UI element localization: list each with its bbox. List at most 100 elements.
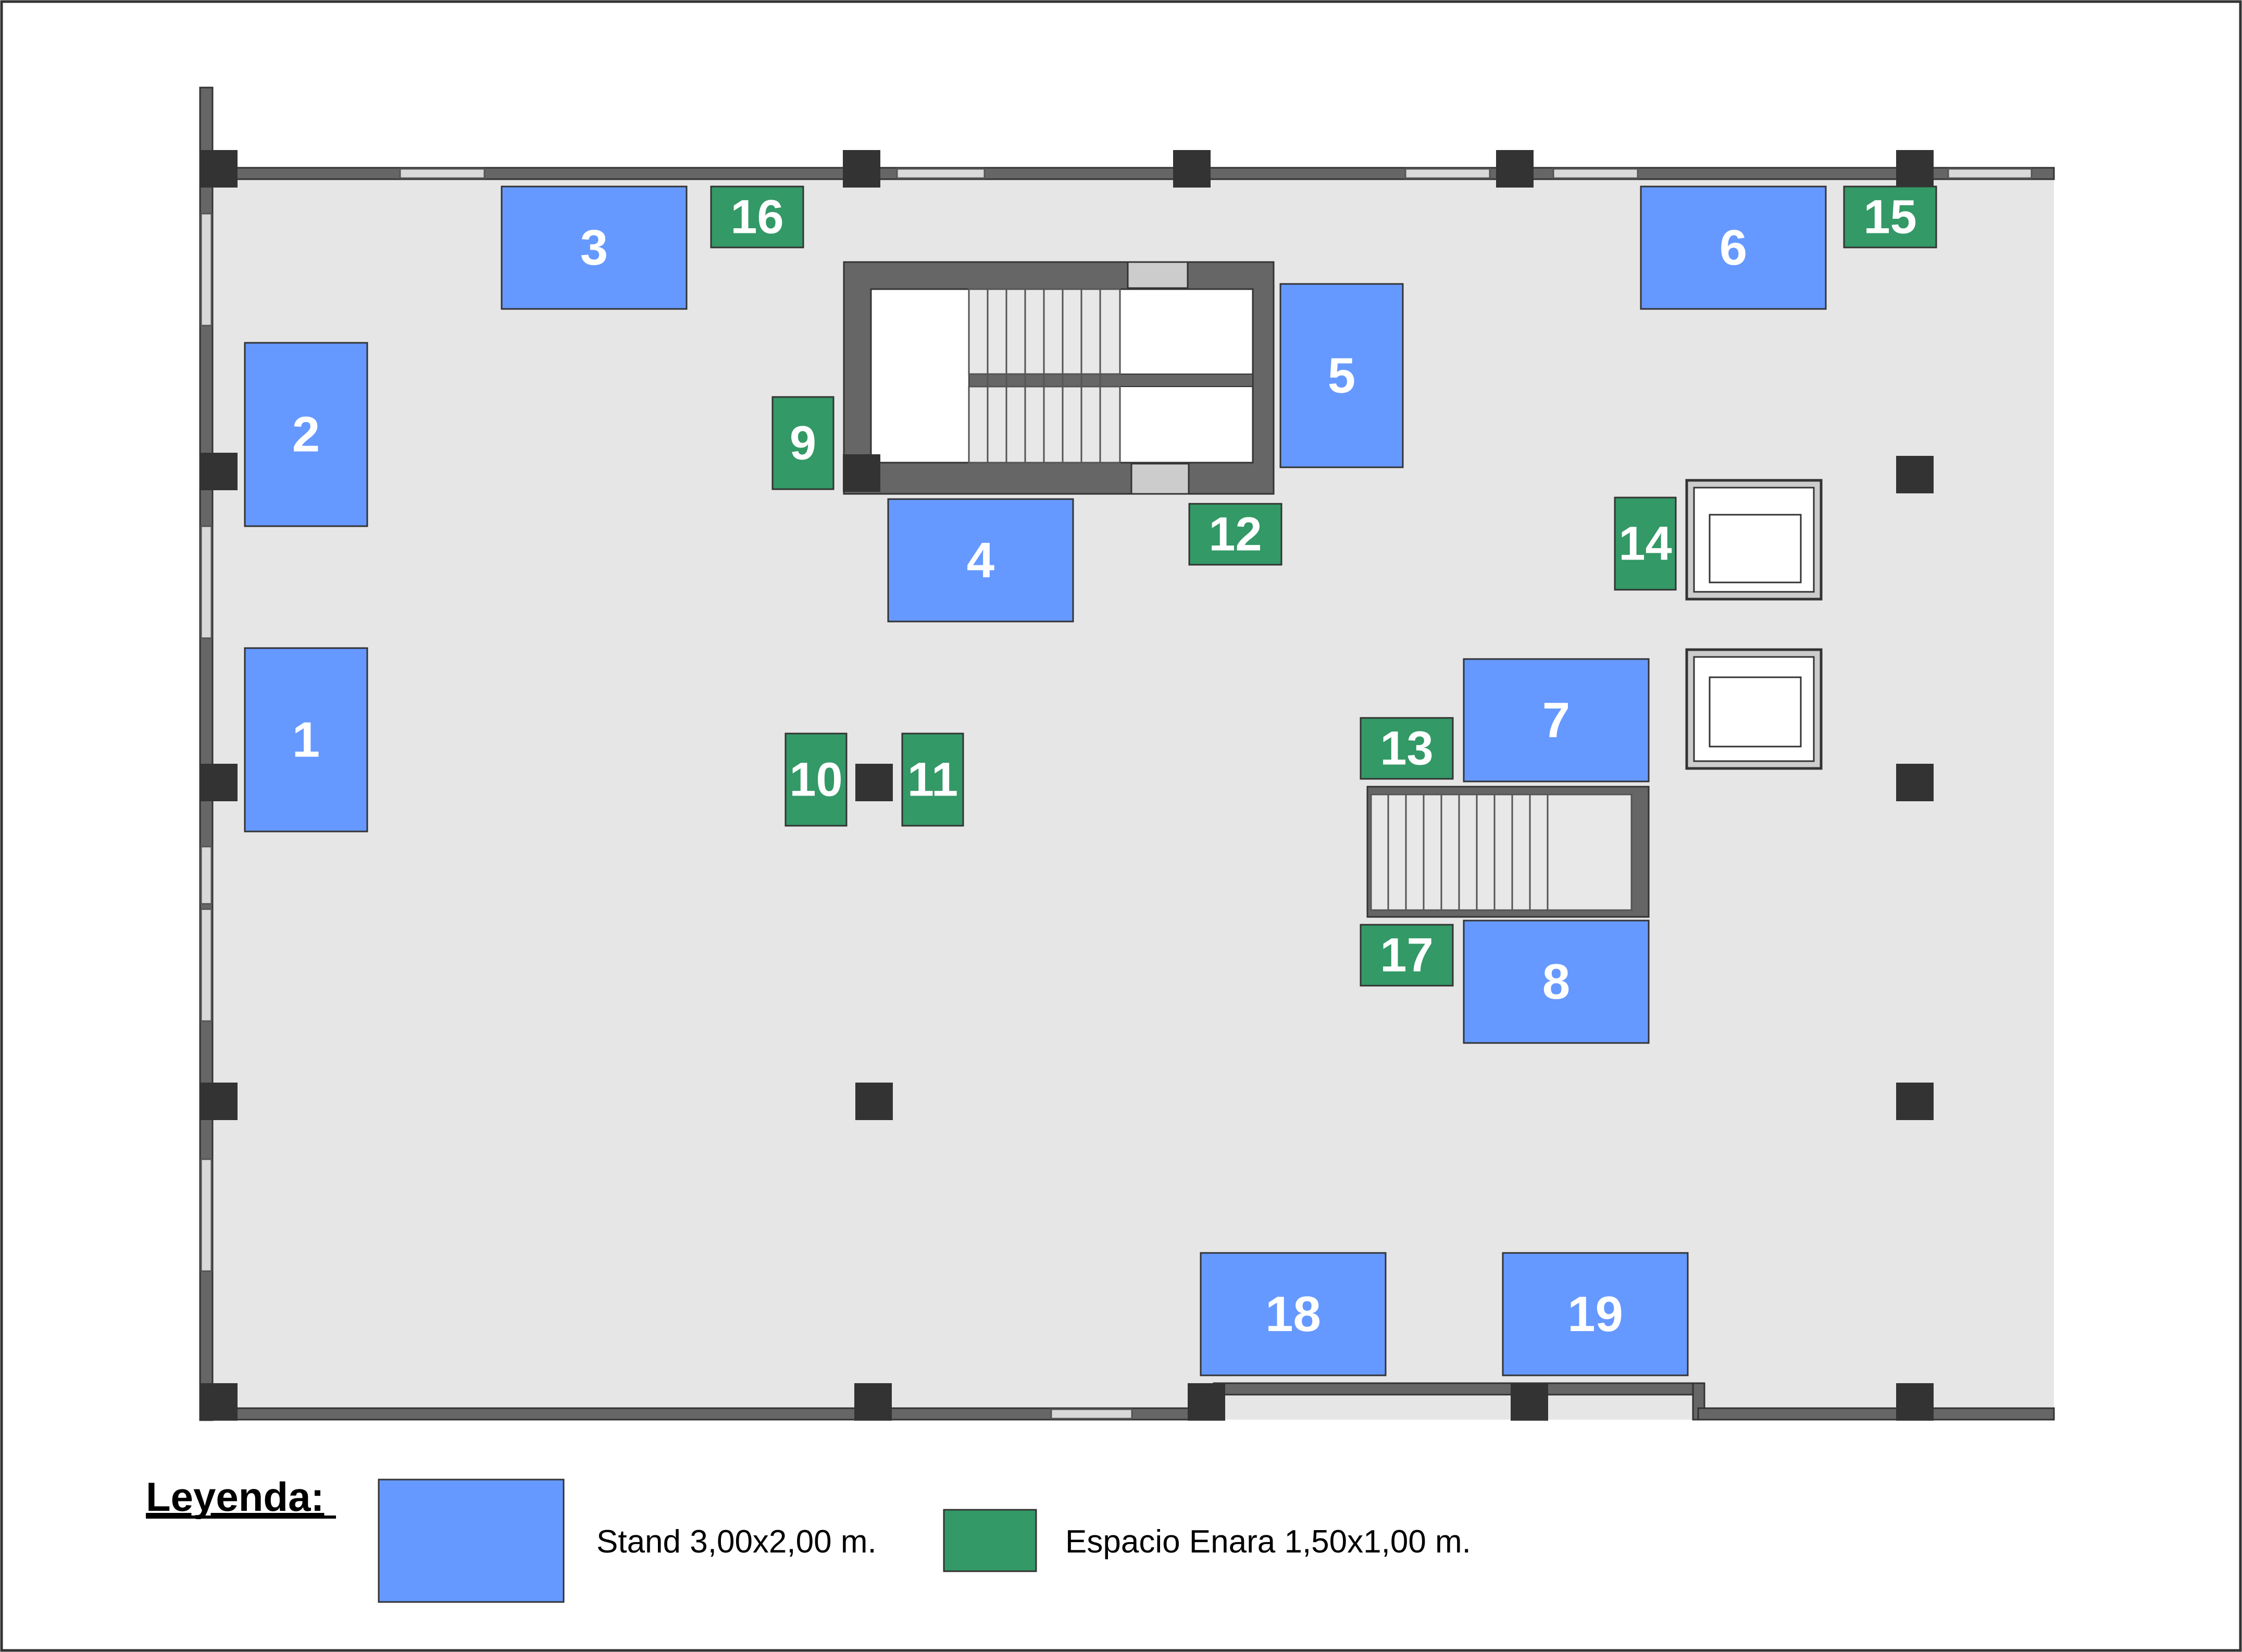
column [1896,1383,1934,1421]
stand-box [887,498,1074,623]
window [1947,168,2033,179]
column [1511,1383,1548,1421]
stand-number: 3 [580,220,608,276]
stand-number: 17 [1380,929,1433,982]
window [399,168,485,179]
column [855,1083,893,1120]
columns [200,150,1934,1421]
column [1896,456,1934,493]
enara-box [901,732,964,827]
legend-enara-text: Espacio Enara 1,50x1,00 m. [1065,1524,1471,1560]
stand-number: 18 [1265,1286,1321,1342]
enara-box [771,396,834,490]
window [1050,1408,1133,1420]
stair-lower-inner [1370,793,1633,911]
column [200,150,238,188]
column [200,764,238,801]
window [200,908,213,1022]
stair-lower [1366,786,1650,918]
stair-core-upper [843,261,1275,495]
stair-door [1127,261,1189,289]
enara-box [710,185,804,249]
stand-number: 11 [907,753,958,806]
window [200,1158,213,1272]
stand-box [1463,920,1650,1044]
column [843,150,880,188]
stand-2: 2 [244,342,368,527]
stand-number: 6 [1720,220,1747,276]
column [1896,764,1934,801]
stair-divider [968,374,1253,387]
stand-number: 5 [1328,348,1355,404]
legend-stand-swatch [378,1479,565,1603]
window [1404,168,1491,179]
enara-box [1360,717,1454,780]
stand-19: 19 [1502,1252,1689,1376]
enara-box [784,732,848,827]
column [200,453,238,490]
stand-box [1200,1252,1387,1376]
stand-18: 18 [1200,1252,1387,1376]
stand-number: 12 [1209,508,1262,561]
stair-steps [1387,794,1549,910]
elevators [1685,479,1823,770]
column [200,1083,238,1120]
stand-number: 14 [1618,517,1672,570]
column [854,1383,892,1421]
legend: Leyenda: Stand 3,00x2,00 m. Espacio Enar… [146,1474,1471,1603]
stand-number: 1 [292,712,320,768]
column [843,454,880,492]
stair-steps [968,288,1121,464]
enara-space-14: 14 [1614,496,1677,591]
stand-5: 5 [1279,283,1404,468]
stand-8: 8 [1463,920,1650,1044]
window [200,213,213,327]
stand-number: 13 [1380,722,1433,775]
window [896,168,986,179]
elevator-cab [1709,514,1802,583]
stand-3: 3 [501,185,688,310]
legend-stand-text: Stand 3,00x2,00 m. [596,1524,877,1560]
stand-number: 4 [967,532,994,588]
stand-box [244,342,368,527]
stand-6: 6 [1640,185,1827,310]
legend-title: Leyenda: [146,1474,324,1520]
stand-box [244,647,368,833]
window [1552,168,1639,179]
enara-space-17: 17 [1360,924,1454,987]
enara-box [1360,924,1454,987]
stand-box [1640,185,1827,310]
stand-number: 8 [1542,954,1570,1010]
column [1496,150,1534,188]
window [200,525,213,639]
enara-space-12: 12 [1188,503,1282,566]
enara-space-11: 11 [901,732,964,827]
elevator-cab [1709,676,1802,748]
enara-space-9: 9 [771,396,834,490]
column [1188,1383,1225,1421]
enara-box [1843,185,1937,249]
stand-box [1463,658,1650,782]
enara-box [1614,496,1677,591]
stand-number: 9 [790,417,816,470]
column [855,764,893,801]
wall-bottom-recess [1213,1382,1704,1396]
stand-7: 7 [1463,658,1650,782]
enara-space-15: 15 [1843,185,1937,249]
enara-space-16: 16 [710,185,804,249]
column [1173,150,1211,188]
stand-number: 2 [292,407,320,463]
enara-space-10: 10 [784,732,848,827]
legend-enara-swatch [943,1509,1037,1572]
column [1896,150,1934,188]
stand-number: 15 [1863,191,1916,244]
stand-number: 7 [1542,692,1570,748]
stand-number: 10 [789,753,842,806]
column [1896,1083,1934,1120]
stand-number: 16 [730,191,783,244]
stand-box [1502,1252,1689,1376]
stand-4: 4 [887,498,1074,623]
column [200,1383,238,1421]
stand-box [1279,283,1404,468]
enara-space-13: 13 [1360,717,1454,780]
